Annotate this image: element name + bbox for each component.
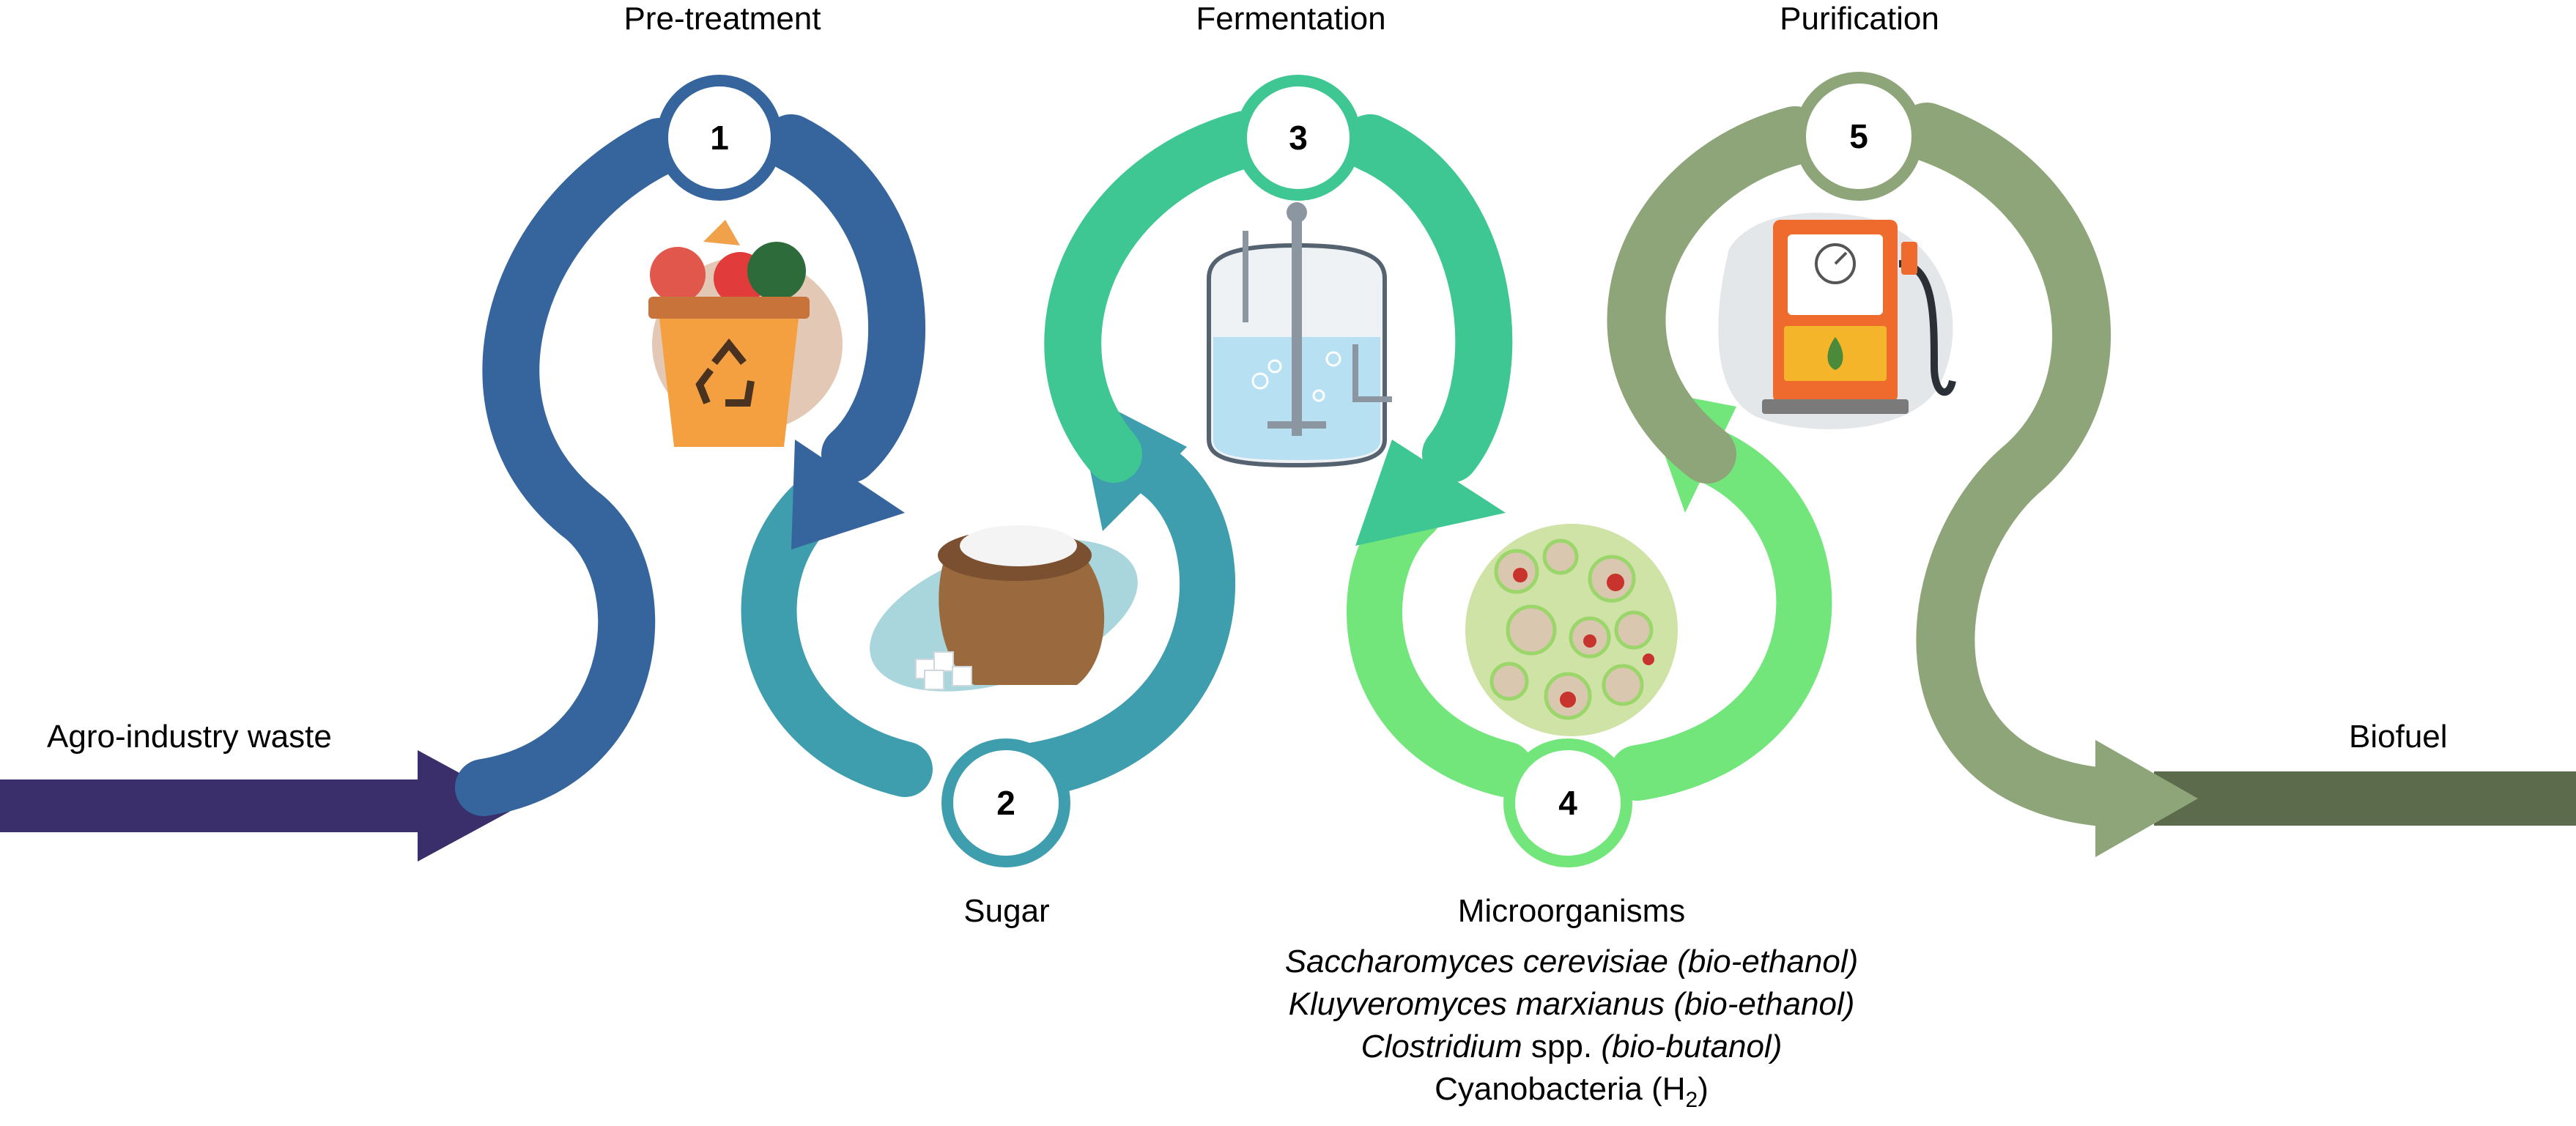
output-arrow <box>2095 740 2576 857</box>
organism-product: (bio-ethanol) <box>1673 986 1855 1022</box>
microorganisms-list: Saccharomyces cerevisiae (bio-ethanol) K… <box>1285 941 1859 1122</box>
organism-tail: ) <box>1698 1071 1709 1107</box>
organism-product: (bio-ethanol) <box>1677 944 1859 979</box>
sugar-label: Sugar <box>963 893 1050 929</box>
organism-item: Kluyveromyces marxianus (bio-ethanol) <box>1285 983 1859 1026</box>
step-2-number: 2 <box>996 784 1015 822</box>
fuel-pump-icon <box>1718 212 1956 429</box>
sugar-sack-icon <box>870 525 1138 692</box>
step-4-marker: 4 <box>1503 738 1632 867</box>
step-2-marker: 2 <box>941 738 1070 867</box>
organism-name: Kluyveromyces marxianus <box>1288 986 1665 1022</box>
organism-item: Saccharomyces cerevisiae (bio-ethanol) <box>1285 941 1859 983</box>
stage-label-fermentation: Fermentation <box>1196 1 1386 37</box>
loop-1-pretreatment <box>455 114 926 816</box>
organism-subscript: 2 <box>1685 1087 1698 1112</box>
step-5-marker: 5 <box>1794 72 1923 201</box>
organism-suffix: spp. <box>1531 1029 1593 1064</box>
bioreactor-icon <box>1207 202 1392 468</box>
step-1-marker: 1 <box>656 75 782 201</box>
step-4-number: 4 <box>1558 784 1577 822</box>
step-5-number: 5 <box>1849 117 1868 155</box>
waste-bin-icon <box>648 220 843 447</box>
organism-name: Clostridium <box>1361 1029 1522 1064</box>
stage-label-purification: Purification <box>1780 1 1939 37</box>
organism-item: Clostridium spp. (bio-butanol) <box>1285 1026 1859 1068</box>
stage-label-pretreatment: Pre-treatment <box>623 1 821 37</box>
organism-name: Saccharomyces cerevisiae <box>1284 944 1669 979</box>
organism-name: Cyanobacteria (H <box>1435 1071 1686 1107</box>
step-3-marker: 3 <box>1235 75 1361 201</box>
loop-3-fermentation <box>1044 111 1513 546</box>
input-label: Agro-industry waste <box>47 719 332 755</box>
input-arrow <box>0 750 520 862</box>
loop-5-purification <box>1607 103 2154 828</box>
output-label: Biofuel <box>2349 719 2448 755</box>
step-3-number: 3 <box>1289 119 1308 157</box>
organism-item: Cyanobacteria (H2) <box>1285 1068 1859 1122</box>
microorganisms-title: Microorganisms <box>1457 893 1686 929</box>
step-1-number: 1 <box>710 119 729 157</box>
microbe-culture-icon <box>1465 524 1678 736</box>
organism-product: (bio-butanol) <box>1601 1029 1783 1064</box>
